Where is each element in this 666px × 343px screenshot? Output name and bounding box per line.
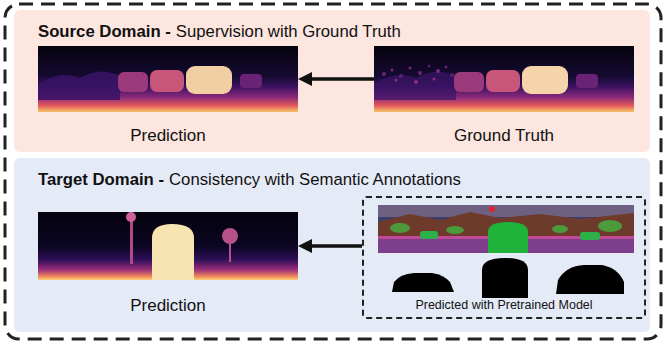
domain-panel: Source Domain - Supervision with Ground T… (14, 10, 650, 152)
segment-sign (489, 206, 495, 212)
segment-sidewalk (378, 236, 634, 239)
segment-car (420, 231, 438, 239)
image-caption: Ground Truth (374, 126, 634, 146)
depth-speckle (395, 79, 398, 82)
depth-target-prediction-image (38, 212, 298, 280)
car-shape (576, 74, 598, 88)
segment-car (488, 222, 528, 253)
segment-sky (378, 205, 634, 217)
car-shape (186, 66, 232, 94)
depth-speckle (382, 72, 386, 76)
segment-background (378, 205, 634, 253)
car-shape (240, 74, 262, 88)
box-caption: Predicted with Pretrained Model (364, 298, 644, 313)
depth-speckle (399, 74, 403, 78)
depth-speckle (433, 78, 436, 81)
image-box: Prediction (38, 212, 298, 320)
image-caption: Prediction (38, 126, 298, 146)
arrow-connector (312, 244, 362, 248)
panel-heading: Target Domain - Consistency with Semantic… (14, 158, 650, 190)
depth-background (374, 46, 634, 112)
car-shape (522, 66, 568, 94)
depth-speckle (450, 73, 454, 77)
arrow-connector (312, 77, 374, 81)
depth-speckle (409, 67, 412, 70)
car-shape (486, 70, 520, 92)
car-mask (482, 258, 528, 298)
car-shape (152, 224, 194, 280)
outer-dashed-border (5, 4, 661, 339)
segment-car (580, 232, 600, 240)
tree-trunk (229, 240, 231, 262)
car-mask (556, 265, 624, 294)
depth-background (38, 212, 298, 280)
pole-top (126, 212, 136, 222)
domain-subtitle: Consistency with Semantic Annotations (169, 170, 461, 189)
depth-speckle (445, 66, 448, 69)
image-box: Prediction (38, 46, 298, 150)
car-mask (392, 273, 454, 292)
domain-subtitle: Supervision with Ground Truth (176, 22, 401, 41)
segment-vegetation (390, 223, 410, 233)
domain-title: Target Domain - (38, 170, 164, 189)
depth-speckle (414, 80, 418, 84)
car-shape (118, 72, 148, 92)
depth-speckle (418, 71, 422, 75)
domain-title: Source Domain - (38, 22, 171, 41)
depth-prediction-image (38, 46, 298, 112)
car-shape (150, 70, 184, 92)
tree-silhouette (38, 71, 120, 100)
segment-vegetation (598, 220, 622, 232)
image-box: Ground Truth (374, 46, 634, 150)
depth-speckle (428, 65, 431, 68)
car-shape (454, 72, 484, 92)
depth-speckle (391, 69, 394, 72)
segment-vegetation (446, 226, 464, 234)
depth-background (38, 46, 298, 112)
segment-vegetation (552, 225, 568, 233)
annotation-box: Predicted with Pretrained Model (362, 196, 646, 319)
tree-shape (222, 228, 238, 244)
tree-silhouette (374, 71, 456, 100)
image-caption: Prediction (38, 296, 298, 316)
pole-shape (130, 216, 133, 264)
depth-ground-truth-image (374, 46, 634, 112)
segment-road (378, 239, 634, 253)
segment-buildings (378, 212, 634, 238)
domain-panel: Target Domain - Consistency with Semantic… (14, 158, 650, 332)
panel-heading: Source Domain - Supervision with Ground T… (14, 10, 650, 42)
segmentation-image (378, 205, 634, 253)
depth-speckle (436, 69, 440, 73)
